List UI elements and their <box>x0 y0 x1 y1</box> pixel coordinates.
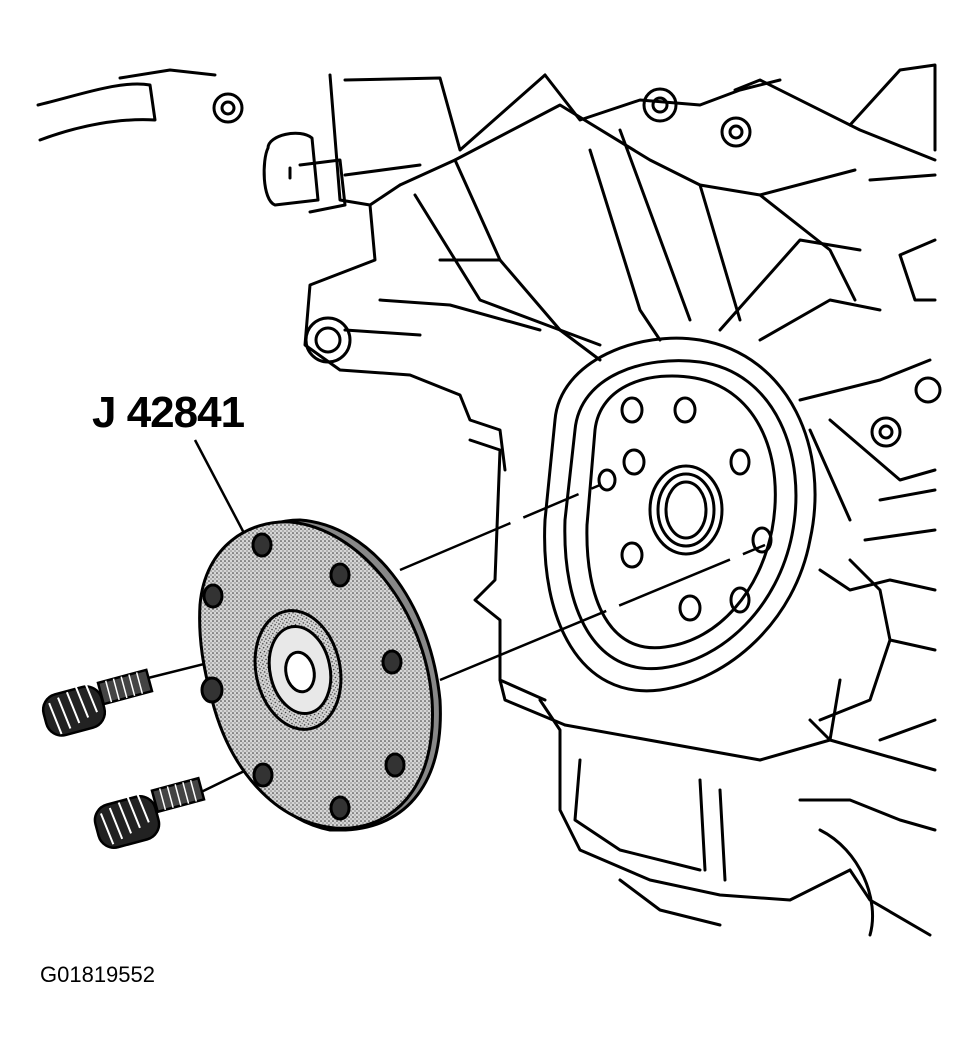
tool-number-label: J 42841 <box>92 388 245 437</box>
installer-tool <box>198 518 442 832</box>
figure-id-label: G01819552 <box>40 962 155 987</box>
tool-bolt-upper <box>41 668 154 737</box>
engine-block <box>36 63 942 937</box>
tool-bolt-lower <box>93 776 206 849</box>
label-leader-line <box>193 439 247 536</box>
